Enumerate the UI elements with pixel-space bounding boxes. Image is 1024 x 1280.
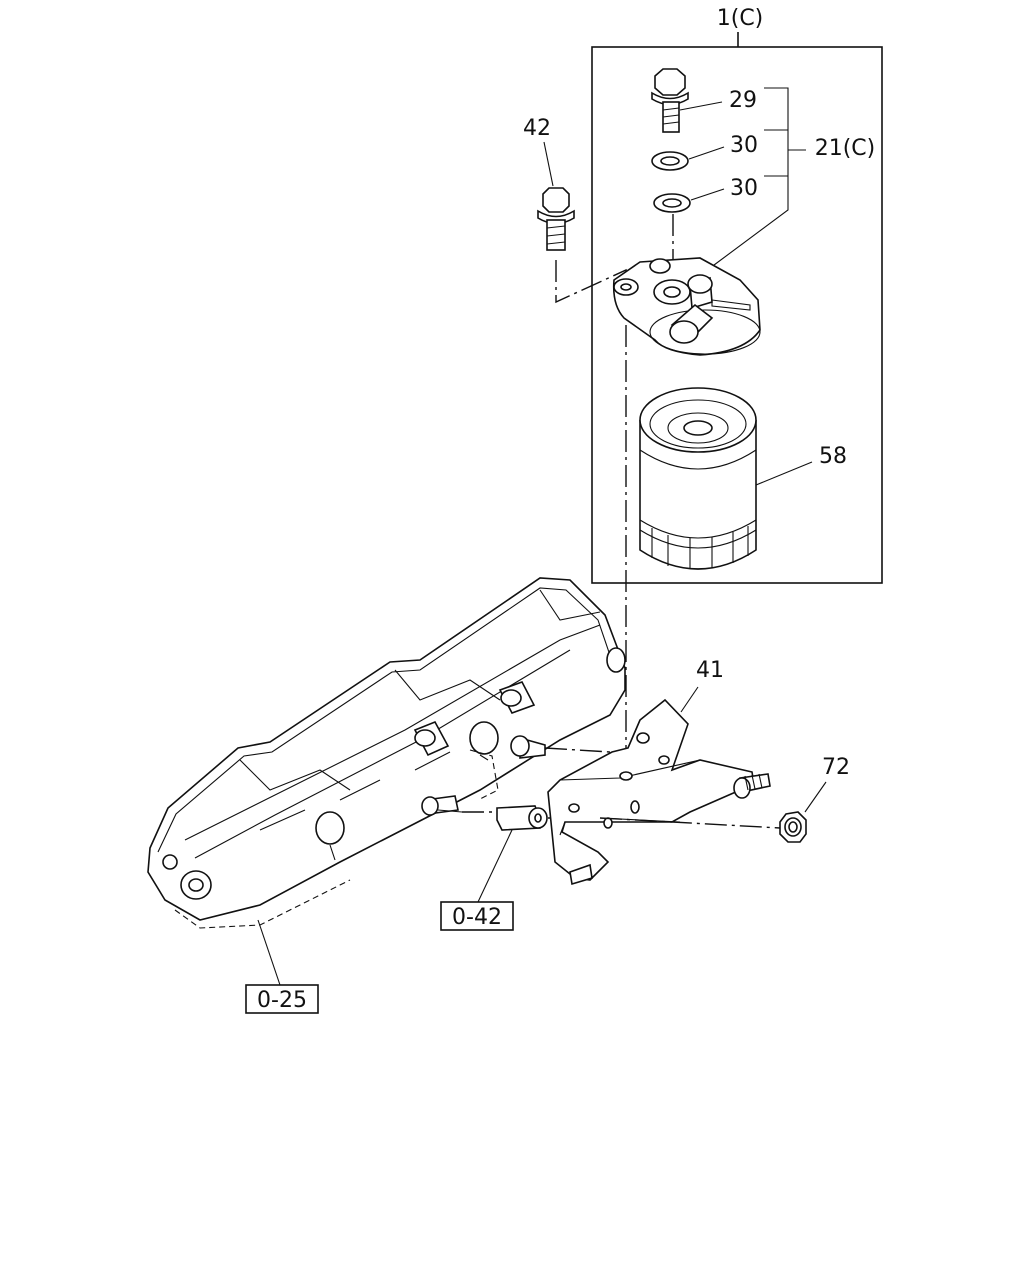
leader-30b: [690, 188, 725, 201]
spacer[interactable]: [496, 805, 548, 831]
leader-42: [543, 141, 554, 187]
leader-30a: [688, 146, 725, 160]
leader-ref-0-42: [477, 829, 513, 903]
ref-0-25[interactable]: 0-25: [257, 988, 307, 1013]
callout-assembly-1[interactable]: 1(C): [717, 6, 764, 31]
leader-29: [679, 101, 723, 111]
washer-30-lower[interactable]: [653, 193, 691, 213]
axis-stud-upper: [544, 747, 611, 753]
ref-box-0-25: [245, 984, 319, 1014]
leader-72: [804, 781, 827, 813]
engine-manifold: [147, 577, 626, 929]
callout-kit-21[interactable]: 21(C): [815, 136, 876, 161]
leader-41: [680, 686, 699, 713]
callout-filter-58[interactable]: 58: [819, 444, 847, 469]
bracket-41[interactable]: [547, 698, 771, 886]
leader-58: [755, 461, 813, 486]
callout-nut-72[interactable]: 72: [822, 755, 850, 780]
callout-bolt-42[interactable]: 42: [523, 116, 551, 141]
ref-0-42[interactable]: 0-42: [452, 905, 502, 930]
kit-bracket: [709, 87, 789, 269]
callout-bolt-29[interactable]: 29: [729, 88, 757, 113]
nut-72[interactable]: [779, 811, 807, 843]
bolt-42[interactable]: [537, 187, 575, 251]
callout-bracket-41[interactable]: 41: [696, 658, 724, 683]
ref-box-0-42: [440, 901, 514, 931]
leader-ref-0-25: [257, 919, 281, 986]
callout-washer-30b[interactable]: 30: [730, 176, 758, 201]
washer-30-upper[interactable]: [651, 151, 689, 171]
axis-nut: [599, 817, 781, 829]
filter-head[interactable]: [612, 257, 761, 356]
bolt-29[interactable]: [651, 68, 689, 133]
assembly-box: [591, 46, 883, 584]
callout-washer-30a[interactable]: 30: [730, 133, 758, 158]
filter-cartridge-58[interactable]: [639, 387, 757, 570]
